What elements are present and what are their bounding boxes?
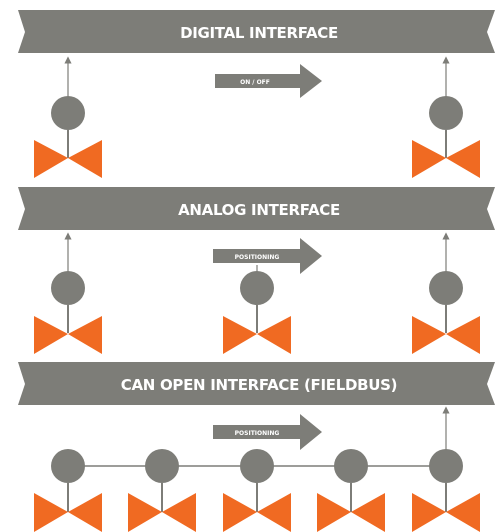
valve-4 — [317, 449, 385, 532]
valve-1 — [34, 56, 102, 178]
actuator — [51, 96, 85, 130]
valve-body-icon — [317, 493, 385, 532]
valve-body-icon — [223, 493, 291, 532]
valve-body-icon — [34, 493, 102, 532]
actuator — [51, 271, 85, 305]
actuator — [429, 96, 463, 130]
banner-canopen — [18, 362, 495, 405]
section-analog: ANALOG INTERFACE POSITIONING — [18, 187, 495, 354]
signal-arrow-analog: POSITIONING — [213, 238, 322, 274]
arrow-shape — [213, 414, 322, 450]
valve-body-icon — [34, 316, 102, 354]
arrow-label-canopen: POSITIONING — [235, 430, 280, 437]
valve-2 — [128, 449, 196, 532]
signal-arrow-digital: ON / OFF — [215, 64, 322, 98]
section-canopen: CAN OPEN INTERFACE (FIELDBUS) POSITIONIN… — [18, 362, 495, 532]
banner-title-analog: ANALOG INTERFACE — [178, 201, 340, 219]
valve-1 — [34, 232, 102, 354]
valve-body-icon — [128, 493, 196, 532]
valve-body-icon — [34, 140, 102, 178]
actuator — [429, 271, 463, 305]
valve-3 — [412, 232, 480, 354]
banner-title-canopen: CAN OPEN INTERFACE (FIELDBUS) — [121, 376, 397, 394]
actuator — [334, 449, 368, 483]
valve-3 — [223, 449, 291, 532]
valve-2 — [223, 265, 291, 354]
signal-arrow-canopen: POSITIONING — [213, 414, 322, 450]
valve-body-icon — [412, 493, 480, 532]
arrow-shape — [215, 64, 322, 98]
valve-body-icon — [223, 316, 291, 354]
arrow-label-digital: ON / OFF — [240, 79, 270, 86]
valve-body-icon — [412, 140, 480, 178]
valve-1 — [34, 449, 102, 532]
actuator — [145, 449, 179, 483]
arrow-label-analog: POSITIONING — [235, 254, 280, 261]
arrow-shape — [213, 238, 322, 274]
valve-2 — [412, 56, 480, 178]
actuator — [51, 449, 85, 483]
banner-analog — [18, 187, 495, 230]
actuator — [240, 271, 274, 305]
banner-title-digital: DIGITAL INTERFACE — [180, 24, 338, 42]
actuator — [429, 449, 463, 483]
valve-5 — [412, 449, 480, 532]
valve-body-icon — [412, 316, 480, 354]
section-digital: DIGITAL INTERFACE ON / OFF — [18, 10, 495, 178]
actuator — [240, 449, 274, 483]
banner-digital — [18, 10, 495, 53]
